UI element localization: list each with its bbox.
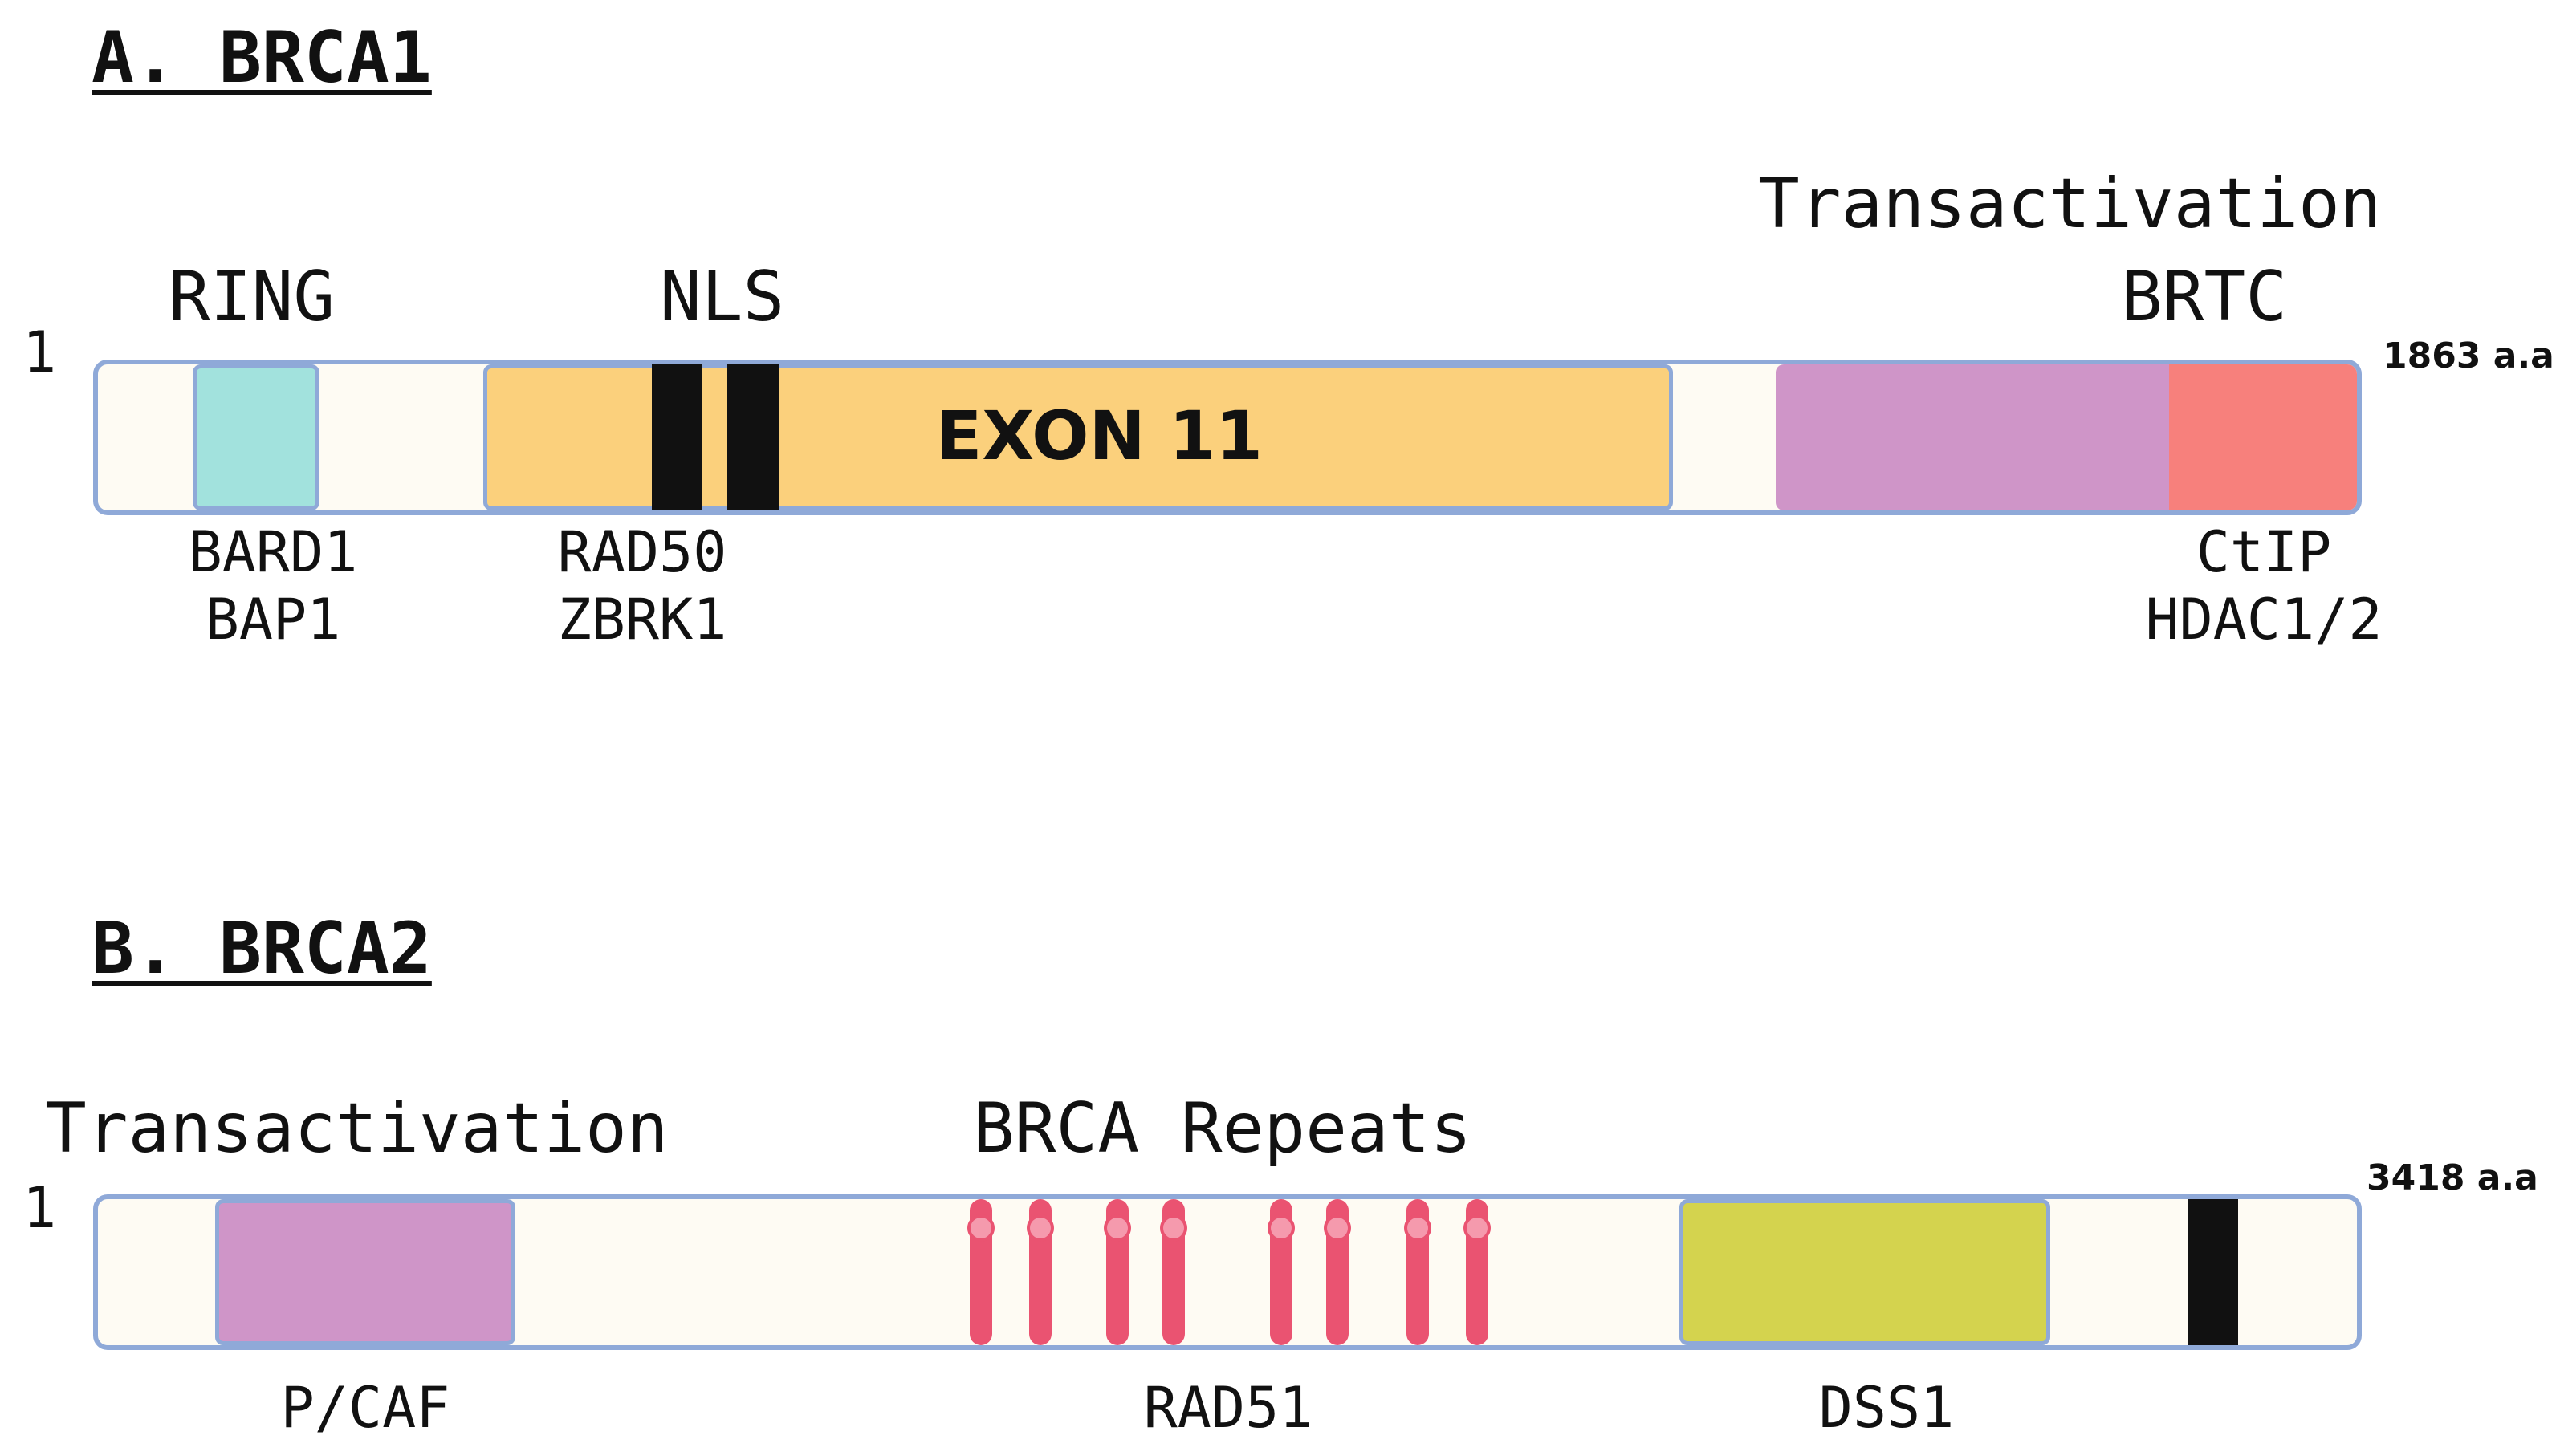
brca1-start-number: 1 [22,319,57,385]
brca2-end-number: 3418 a.a [2367,1157,2538,1198]
partner-bap1: BAP1 [205,587,341,653]
nls-bar-2 [727,364,779,510]
partner-rad50: RAD50 [557,519,727,585]
p-caf-partner: P/CAF [280,1375,450,1441]
brca1-end-number: 1863 a.a [2383,336,2554,376]
brca2-black-bar [2188,1199,2238,1345]
brtc-label: BRTC [2121,257,2288,337]
brca-repeats-label: BRCA Repeats [973,1088,1472,1169]
rad51-partner: RAD51 [1143,1375,1313,1441]
brca1-transactivation-domain [1776,364,2169,510]
partner-hdac: HDAC1/2 [2145,587,2383,653]
brca1-title: A. BRCA1 [92,16,432,99]
dss1-partner: DSS1 [1818,1375,1955,1441]
brca2-start-number: 1 [22,1175,57,1241]
exon11-label: EXON 11 [936,397,1263,475]
partner-zbrk1: ZBRK1 [557,587,727,653]
ring-domain [193,364,320,510]
brct-domain [2169,364,2357,510]
partner-bard1: BARD1 [188,519,358,585]
brca2-transactivation-label: Transactivation [45,1088,669,1169]
nls-partners: RAD50 ZBRK1 [530,519,755,653]
ring-label: RING [169,257,336,337]
nls-bar-1 [652,364,702,510]
brct-partners: CtIP HDAC1/2 [2111,519,2416,653]
brca2-transactivation-domain [215,1199,515,1345]
partner-ctip: CtIP [2196,519,2332,585]
ring-partners: BARD1 BAP1 [161,519,385,653]
brca2-title: B. BRCA2 [92,907,432,990]
nls-label: NLS [660,257,785,337]
brca1-transactivation-label: Transactivation [1758,164,2382,244]
dss1-domain [1679,1199,2050,1345]
